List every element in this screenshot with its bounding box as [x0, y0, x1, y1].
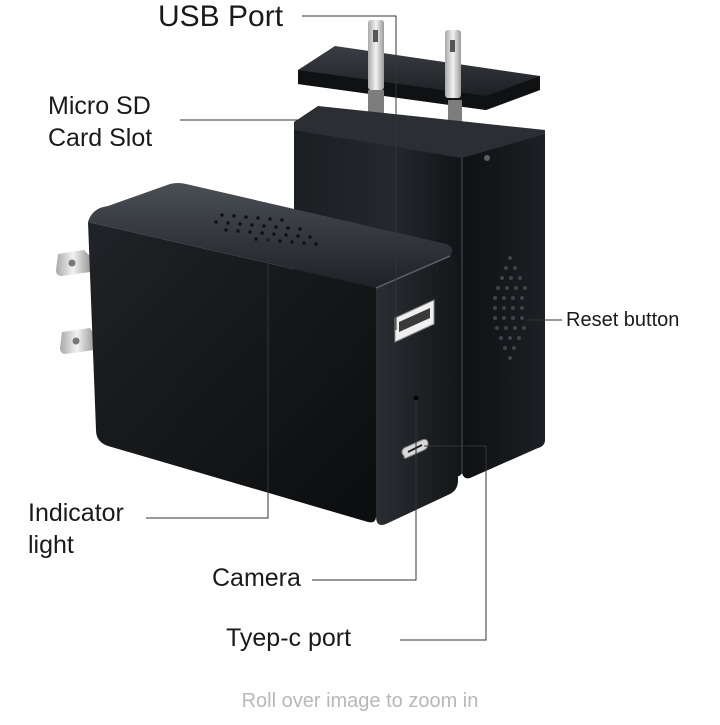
prong-right	[445, 30, 461, 98]
side-vent-dots	[493, 256, 527, 360]
prong-left	[368, 20, 384, 90]
usb-port	[394, 299, 435, 343]
label-indicator-line1: Indicator	[28, 499, 124, 527]
front-charger	[56, 183, 458, 525]
leader-camera	[312, 400, 417, 581]
label-reset-button: Reset button	[566, 309, 680, 331]
camera-lens	[413, 395, 419, 401]
leader-indicator-light	[146, 222, 269, 519]
top-vent-dots	[214, 213, 318, 246]
label-usb-port: USB Port	[158, 0, 284, 33]
micro-sd-slot-hint	[484, 155, 490, 161]
type-c-port	[401, 439, 429, 459]
label-type-c-port: Tyep-c port	[226, 624, 352, 652]
zoom-hint-text: Roll over image to zoom in	[241, 690, 479, 712]
front-body-top	[88, 183, 453, 288]
label-camera: Camera	[212, 564, 301, 592]
label-micro-sd-line1: Micro SD	[48, 92, 151, 120]
front-body-side	[376, 255, 458, 525]
front-prongs	[56, 250, 94, 354]
front-body-face	[88, 222, 376, 523]
leader-usb-port	[302, 15, 397, 330]
leader-type-c-port	[400, 445, 487, 641]
label-indicator-line2: light	[28, 531, 74, 559]
back-prong-plate	[298, 46, 540, 110]
leader-lines	[146, 15, 562, 641]
label-micro-sd-line2: Card Slot	[48, 124, 153, 152]
